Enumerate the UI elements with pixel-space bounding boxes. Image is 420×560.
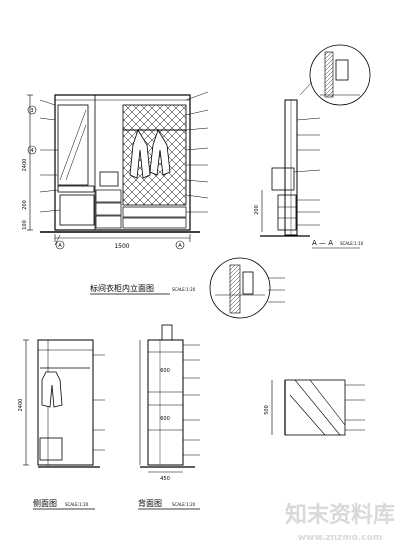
- back-dim-top: 600: [160, 368, 170, 374]
- drawer: [95, 215, 122, 229]
- drawer: [95, 202, 122, 216]
- hanging-coat: [149, 129, 171, 176]
- section-marker: [55, 240, 65, 250]
- lower-compartment: [59, 194, 95, 226]
- section-dimension: 200: [254, 205, 260, 215]
- svg-text:3: 3: [30, 108, 33, 114]
- side-cabinet: [37, 339, 94, 466]
- back-elevation-title: 背面图: [138, 498, 162, 508]
- section-aa-scale: SCALE:1:10: [340, 241, 364, 246]
- shelf: [57, 185, 95, 193]
- main-elevation-title: 标间衣柜内立面图: [90, 283, 154, 293]
- dim-left-mid: 200: [22, 200, 28, 210]
- mirror-panel: [57, 104, 89, 186]
- back-panel: [147, 339, 184, 466]
- watermark-brand: 知末资料库: [285, 502, 395, 528]
- section-marker-label: A: [178, 243, 182, 249]
- safe-box: [99, 171, 119, 187]
- detail-box: [284, 379, 346, 436]
- back-elevation-scale: SCALE:1:20: [172, 502, 196, 507]
- watermark: 知末资料库 www.znzmo.com: [285, 502, 395, 543]
- cabinet-outline: [54, 94, 191, 231]
- side-elevation: 2400 侧面图 SCALE:1:20: [18, 339, 105, 510]
- watermark-url: www.znzmo.com: [298, 533, 383, 543]
- hanging-coat: [129, 129, 151, 179]
- main-elevation: 1500 2400 200 100 A A 3 4 标间衣柜内立面图 SCALE…: [22, 91, 209, 295]
- dim-left-bottom: 100: [22, 220, 28, 230]
- detail-callout: [27, 105, 37, 115]
- detail-callout: [27, 145, 37, 155]
- detail-dimension: 500: [264, 405, 270, 415]
- section-aa: 200 A — A SCALE:1:10: [209, 44, 371, 319]
- side-elevation-scale: SCALE:1:20: [65, 502, 89, 507]
- section-aa-title: A — A: [312, 239, 333, 247]
- back-dim-bottom: 600: [160, 416, 170, 422]
- back-elevation: 600 600 450 背面图 SCALE:1:20: [138, 324, 200, 510]
- detail-view: 500: [264, 379, 365, 436]
- back-width-dimension: 450: [160, 476, 170, 482]
- height-dimension-label: 2400: [22, 159, 28, 172]
- svg-text:4: 4: [30, 148, 33, 154]
- detail-circle: [309, 44, 371, 106]
- side-height-dimension: 2400: [18, 399, 24, 412]
- drawer: [95, 189, 122, 203]
- section-marker: [175, 240, 185, 250]
- side-coat: [41, 371, 63, 408]
- width-dimension-label: 1500: [114, 243, 129, 250]
- section-marker-label: A: [58, 243, 62, 249]
- side-elevation-title: 侧面图: [33, 498, 57, 508]
- main-elevation-scale: SCALE:1:20: [172, 287, 196, 292]
